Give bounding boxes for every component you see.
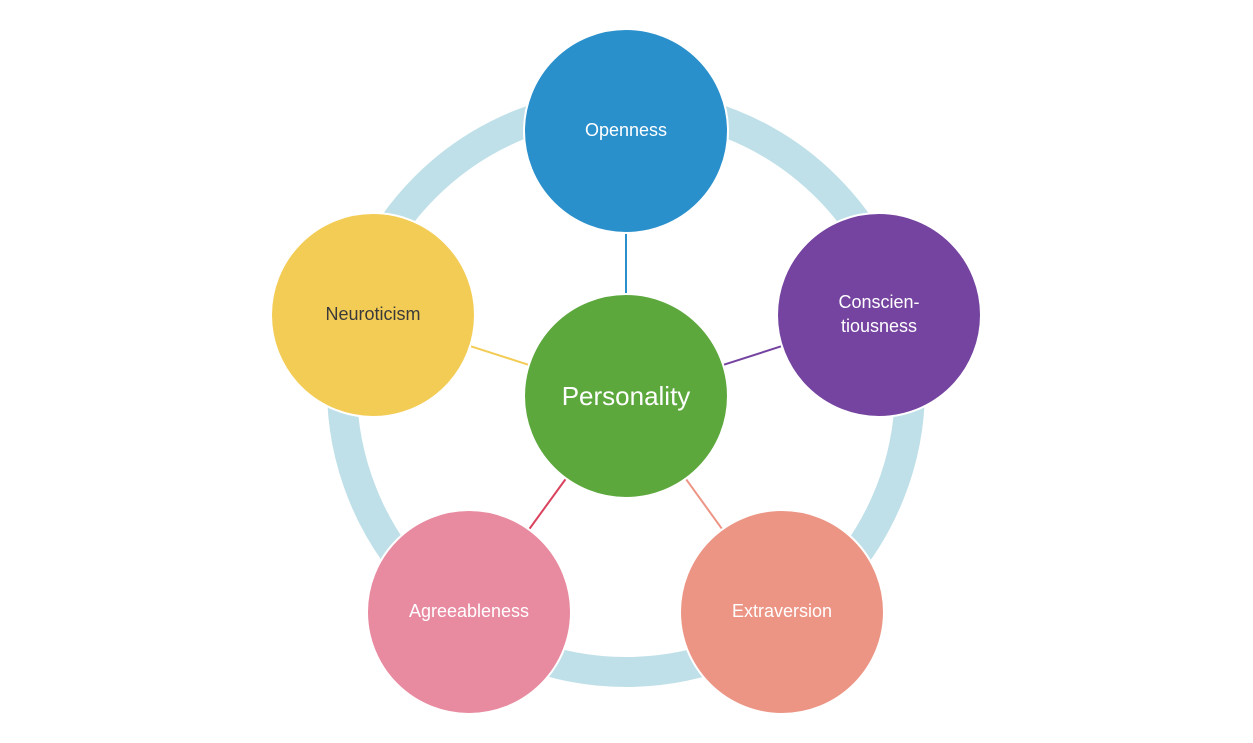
center-node: Personality xyxy=(523,293,729,499)
conscientiousness-label-line: Conscien- xyxy=(838,292,919,312)
extraversion-label-line: Extraversion xyxy=(732,601,832,621)
trait-node-extraversion: Extraversion xyxy=(679,509,885,715)
neuroticism-connector xyxy=(469,345,530,366)
extraversion-connector xyxy=(684,478,724,530)
agreeableness-circle xyxy=(366,509,572,715)
neuroticism-label-line: Neuroticism xyxy=(325,304,420,324)
agreeableness-label-line: Agreeableness xyxy=(409,601,529,621)
trait-node-conscientiousness: Conscien-tiousness xyxy=(776,212,982,418)
agreeableness-label: Agreeableness xyxy=(409,601,529,621)
extraversion-circle xyxy=(679,509,885,715)
agreeableness-connector xyxy=(528,477,567,531)
neuroticism-circle xyxy=(270,212,476,418)
center-label: Personality xyxy=(562,381,691,411)
openness-label-line: Openness xyxy=(585,120,667,140)
extraversion-label: Extraversion xyxy=(732,601,832,621)
trait-node-neuroticism: Neuroticism xyxy=(270,212,476,418)
neuroticism-label: Neuroticism xyxy=(325,304,420,324)
trait-node-agreeableness: Agreeableness xyxy=(366,509,572,715)
connectors xyxy=(469,233,783,531)
conscientiousness-circle xyxy=(776,212,982,418)
openness-circle xyxy=(523,28,729,234)
openness-label: Openness xyxy=(585,120,667,140)
conscientiousness-label-line: tiousness xyxy=(841,316,917,336)
conscientiousness-connector xyxy=(722,345,783,366)
trait-node-openness: Openness xyxy=(523,28,729,234)
conscientiousness-label: Conscien-tiousness xyxy=(838,292,919,336)
center-circle xyxy=(523,293,729,499)
